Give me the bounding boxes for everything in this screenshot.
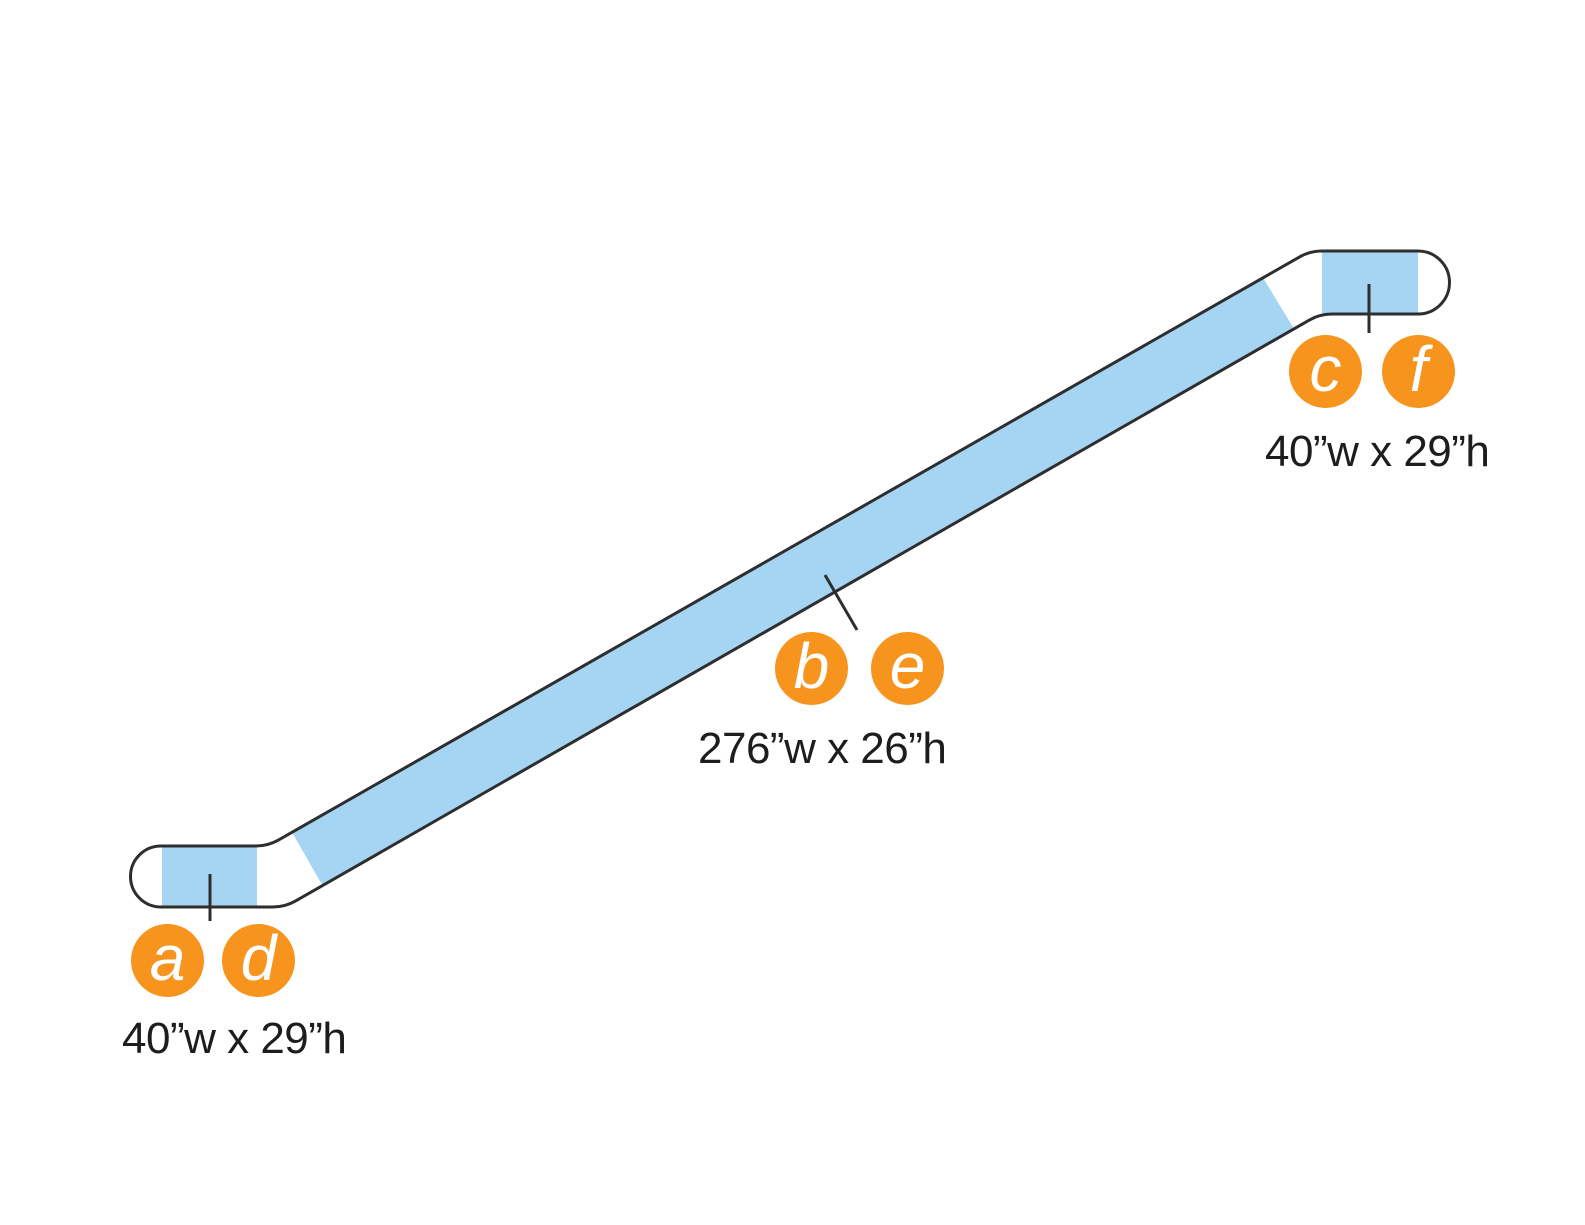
leader-line-middle <box>823 574 859 631</box>
badge-e-letter: e <box>889 629 926 702</box>
badge-d: d <box>222 924 295 997</box>
badge-f: f <box>1382 335 1455 408</box>
badge-b: b <box>775 632 848 705</box>
badge-a-letter: a <box>149 921 186 994</box>
badge-a: a <box>131 924 204 997</box>
badge-c: c <box>1289 335 1362 408</box>
badge-e: e <box>871 632 944 705</box>
dimension-label-bottom: 40”w x 29”h <box>122 1014 347 1063</box>
badge-b-letter: b <box>793 629 830 702</box>
run-panel <box>292 277 1294 886</box>
dimension-label-top: 40”w x 29”h <box>1265 427 1490 476</box>
dimension-label-middle: 276”w x 26”h <box>698 724 947 773</box>
badge-c-letter: c <box>1309 332 1342 405</box>
badge-f-letter: f <box>1409 332 1428 405</box>
handrail-outline <box>129 249 1451 909</box>
badge-d-letter: d <box>240 921 277 994</box>
